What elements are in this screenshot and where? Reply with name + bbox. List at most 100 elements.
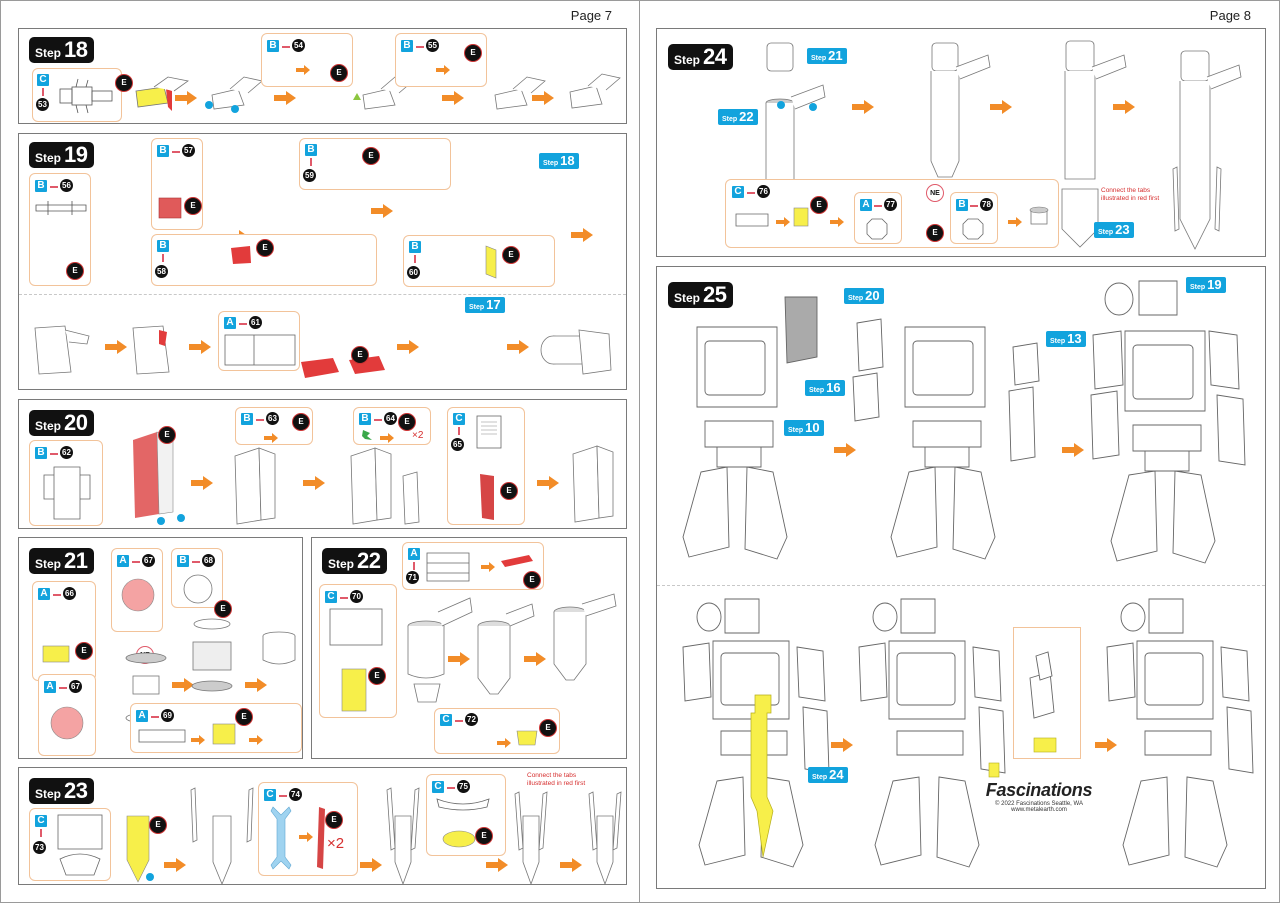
sheet-label: A xyxy=(408,548,420,560)
step-word: Step xyxy=(722,116,738,123)
part-box-75: C 75 E xyxy=(426,774,506,856)
part-flat-drawing xyxy=(42,465,92,521)
part-flat-drawing xyxy=(732,208,772,232)
step-20-reference: Step 20 xyxy=(844,288,884,304)
next-arrow xyxy=(507,340,529,354)
connector xyxy=(747,192,755,194)
reference-number: 21 xyxy=(828,48,843,63)
part-flat-drawing xyxy=(224,334,296,366)
glue-badge: E xyxy=(158,426,176,444)
cylinder-result xyxy=(552,593,622,694)
part-flat-drawing xyxy=(474,412,504,452)
part-box-70: C 70 E xyxy=(319,584,397,718)
part-box-67-top: A 67 xyxy=(111,548,163,632)
step-22-badge: Step 22 xyxy=(322,548,387,574)
next-arrow xyxy=(448,652,470,666)
tower-drawing xyxy=(347,446,427,526)
part-number: 69 xyxy=(161,709,174,722)
glue-badge: E xyxy=(398,413,416,431)
connector xyxy=(414,255,416,263)
step-word: Step xyxy=(328,557,355,571)
part-box-66: A 66 E xyxy=(32,581,96,681)
step-20-badge: Step 20 xyxy=(29,410,94,436)
next-arrow xyxy=(303,476,325,490)
red-tower-piece xyxy=(127,430,177,520)
step-25-panel: Step 25 Step 20 Step 10 Step 16 Step 13 … xyxy=(656,266,1266,889)
next-arrow xyxy=(1062,443,1084,457)
part-number: 74 xyxy=(289,788,302,801)
part-box-64: B 64 E ×2 xyxy=(353,407,431,445)
reference-number: 16 xyxy=(826,380,841,395)
connector xyxy=(162,254,164,262)
glue-badge: E xyxy=(330,64,348,82)
part-number: 71 xyxy=(406,571,419,584)
next-arrow xyxy=(571,228,593,242)
next-arrow xyxy=(532,91,554,105)
step-word: Step xyxy=(543,160,559,167)
step-word: Step xyxy=(469,304,485,311)
connector xyxy=(256,419,264,421)
step-19-badge: Step 19 xyxy=(29,142,94,168)
sheet-label: C xyxy=(432,781,444,793)
step-word: Step xyxy=(35,787,62,801)
glue-badge: E xyxy=(256,239,274,257)
next-arrow xyxy=(852,100,874,114)
glue-badge: E xyxy=(115,74,133,92)
part-number: 58 xyxy=(155,265,168,278)
website-url: www.metalearth.com xyxy=(1011,807,1067,813)
next-arrow xyxy=(1095,738,1117,752)
sheet-label: C xyxy=(453,413,465,425)
instruction-note: Connect the tabs illustrated in red firs… xyxy=(1101,187,1160,202)
part-yellow-piece xyxy=(515,727,539,747)
part-number: 55 xyxy=(426,39,439,52)
part-flat-drawing xyxy=(137,726,187,746)
step-number: 21 xyxy=(64,548,88,573)
next-arrow xyxy=(249,732,263,745)
sheet-label: C xyxy=(732,186,744,198)
reference-number: 13 xyxy=(1067,331,1082,346)
instruction-note: Connect the tabs illustrated in red firs… xyxy=(527,772,586,787)
part-flat-drawing xyxy=(435,795,491,811)
alignment-dot xyxy=(809,103,817,111)
part-flat-drawing xyxy=(425,549,471,585)
part-box-60: B 60 E xyxy=(403,235,555,287)
step-word: Step xyxy=(35,151,62,165)
sheet-label: B xyxy=(157,145,169,157)
next-arrow xyxy=(560,858,582,872)
cylinder-assembly xyxy=(476,598,536,698)
part-box-65: C 65 E xyxy=(447,407,525,525)
part-box-57: B 57 E xyxy=(151,138,203,230)
part-yellow-piece xyxy=(441,829,477,849)
part-box-61: A 61 xyxy=(218,311,300,371)
part-red-piece xyxy=(230,245,252,265)
step-24-reference: Step 24 xyxy=(808,767,848,783)
part-pink-disc xyxy=(120,577,156,613)
section-divider xyxy=(657,585,1265,586)
glue-badge: E xyxy=(500,482,518,500)
reference-number: 23 xyxy=(1115,222,1130,237)
glue-badge: E xyxy=(926,224,944,242)
step-word: Step xyxy=(35,419,62,433)
part-flat-drawing xyxy=(54,813,108,877)
connector xyxy=(970,205,978,207)
step-21-reference: Step 21 xyxy=(807,48,847,64)
part-box-59: B 59 E xyxy=(299,138,451,190)
part-number: 64 xyxy=(384,412,397,425)
page-number: Page 7 xyxy=(570,8,612,23)
connector xyxy=(42,88,44,96)
glue-badge: E xyxy=(292,413,310,431)
part-number: 60 xyxy=(407,266,420,279)
sheet-label: C xyxy=(264,789,276,801)
alignment-dot xyxy=(231,105,239,113)
step-word: Step xyxy=(1190,284,1206,291)
assembly-result xyxy=(564,73,624,114)
next-arrow xyxy=(371,204,393,218)
assembly-drawing xyxy=(129,322,179,382)
glue-badge: E xyxy=(368,667,386,685)
part-number: 62 xyxy=(60,446,73,459)
part-number: 68 xyxy=(202,554,215,567)
glue-badge: E xyxy=(235,708,253,726)
robot-arms-assembly xyxy=(847,317,1067,587)
reference-number: 17 xyxy=(486,297,501,312)
sheet-label: B xyxy=(305,144,317,156)
